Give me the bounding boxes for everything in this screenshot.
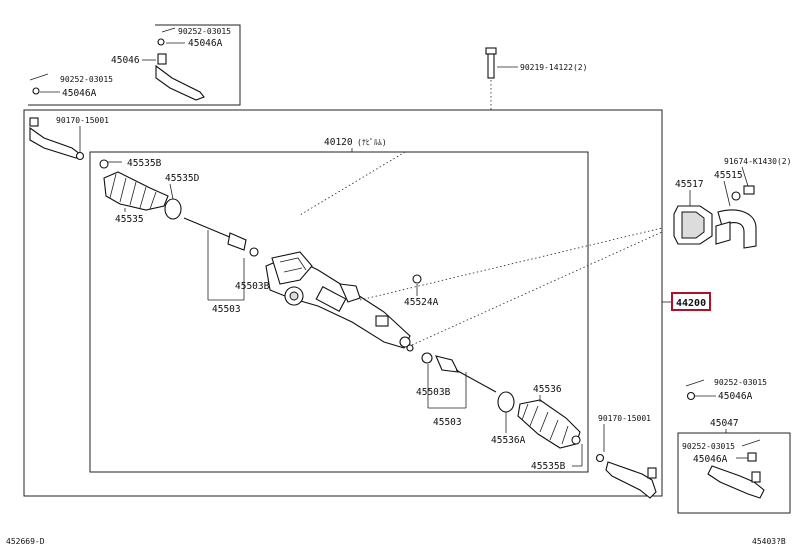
part-44200-highlight[interactable] [671, 292, 711, 311]
main-assembly-frame [23, 109, 663, 497]
clamp-45535b-top-drawing [99, 159, 109, 169]
label-90252-03015-right[interactable]: 90252-03015 [714, 378, 767, 387]
label-45515[interactable]: 45515 [714, 170, 743, 181]
label-90252-03015-box[interactable]: 90252-03015 [682, 442, 735, 451]
outer-tie-rod-right-drawing [595, 453, 657, 499]
boot-45536-right-drawing [497, 391, 581, 449]
footer-left-code: 452669-D [6, 537, 45, 546]
rack-housing-drawing [265, 251, 414, 352]
inner-tie-rod-left-drawing [183, 217, 259, 257]
bolt-drawing [485, 47, 497, 79]
label-90170-15001-right[interactable]: 90170-15001 [598, 414, 651, 423]
bracket-assembly-drawing [673, 185, 757, 249]
rack-subassembly-frame [89, 151, 589, 473]
tie-rod-end-45047-drawing [707, 465, 765, 499]
label-45046a-top[interactable]: 45046A [188, 38, 223, 49]
label-45535b-bottom[interactable]: 45535B [531, 461, 566, 472]
label-45503-top[interactable]: 45503 [212, 304, 241, 315]
label-90252-03015-top[interactable]: 90252-03015 [178, 27, 231, 36]
outer-tie-rod-left-drawing [29, 117, 85, 161]
tie-rod-end-top-drawing [155, 27, 205, 101]
label-45536a[interactable]: 45536A [491, 435, 526, 446]
label-45503b-top[interactable]: 45503B [235, 281, 270, 292]
label-91674-k1430[interactable]: 91674-K1430(2) [724, 157, 791, 166]
label-45046a-left[interactable]: 45046A [62, 88, 97, 99]
label-90219-14122[interactable]: 90219-14122(2) [520, 63, 587, 72]
inner-tie-rod-right-drawing [421, 352, 497, 393]
tie-rod-end-left-bracket [28, 24, 241, 106]
label-45535b-top[interactable]: 45535B [127, 158, 162, 169]
label-45503-bottom[interactable]: 45503 [433, 417, 462, 428]
label-45535[interactable]: 45535 [115, 214, 144, 225]
label-40120-note[interactable]: (ﾅﾋﾟﾙﾑ) [357, 138, 387, 147]
plug-45524a-drawing [412, 274, 422, 284]
label-45536[interactable]: 45536 [533, 384, 562, 395]
label-45046a-box[interactable]: 45046A [693, 454, 728, 465]
boot-45535-left-drawing [103, 171, 182, 220]
footer-right-code: 45403?B [752, 537, 786, 546]
label-45046a-right[interactable]: 45046A [718, 391, 753, 402]
label-44200[interactable]: 44200 [676, 298, 706, 309]
tie-rod-end-right-box [677, 432, 791, 514]
label-45503b-bottom[interactable]: 45503B [416, 387, 451, 398]
label-45517[interactable]: 45517 [675, 179, 704, 190]
label-40120[interactable]: 40120 [324, 137, 353, 148]
label-45535d[interactable]: 45535D [165, 173, 200, 184]
label-90252-03015-left[interactable]: 90252-03015 [60, 75, 113, 84]
label-45047[interactable]: 45047 [710, 418, 739, 429]
label-45524a[interactable]: 45524A [404, 297, 439, 308]
label-90170-15001-left[interactable]: 90170-15001 [56, 116, 109, 125]
label-45046[interactable]: 45046 [111, 55, 140, 66]
